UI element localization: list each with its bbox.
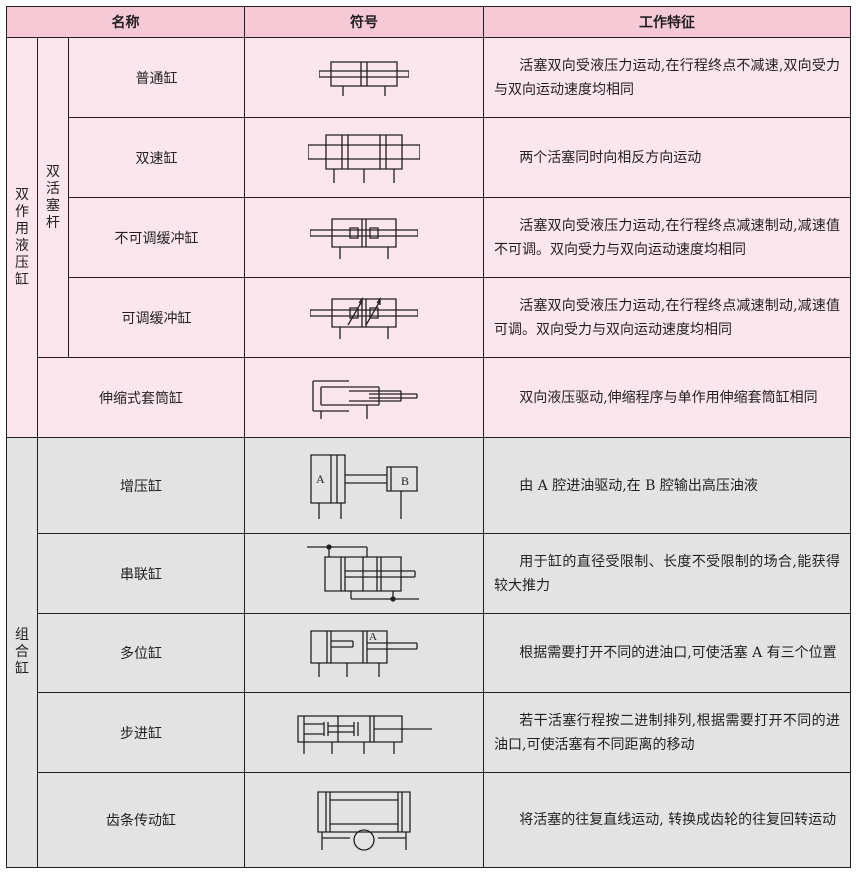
row-name: 齿条传动缸 [36, 772, 246, 868]
table-row: 串联缸 用于缸的直径受限制、长度不受限制的场合,能获得较大推力 [7, 533, 852, 614]
row-feature: 根据需要打开不同的进油口,可使活塞 A 有三个位置 [483, 613, 852, 693]
table-row: 不可调缓冲缸 活塞双向受液压力运动,在行程终点减速制动,减速值不可调。双向受力与… [7, 197, 852, 278]
symbol-intensifier-cylinder: A B [244, 437, 485, 534]
row-feature: 双向液压驱动,伸缩程序与单作用伸缩套筒缸相同 [483, 357, 852, 438]
table-row: 组合缸 增压缸 A B 由 A 腔进油驱动,在 B 腔输出高压油液 [6, 437, 852, 868]
symbol-multi-position-cylinder: A [244, 613, 485, 693]
row-feature: 活塞双向受液压力运动,在行程终点减速制动,减速值不可调。双向受力与双向运动速度均… [483, 197, 852, 278]
row-name: 增压缸 [36, 437, 246, 534]
row-feature: 将活塞的往复直线运动, 转换成齿轮的往复回转运动 [483, 772, 852, 868]
table-row: 齿条传动缸 将活塞的往复直线运动, 转换成齿轮的往复回转运动 [7, 772, 852, 868]
symbol-telescopic-cylinder [244, 357, 485, 438]
table-row: 可调缓冲缸 活塞双向受液压力运动,在行程终点减速制动,减速值可调。双向受力与双向… [7, 277, 852, 358]
symbol-adjustable-cushion-cylinder [244, 277, 485, 358]
header-name: 名称 [5, 6, 246, 38]
symbol-ordinary-cylinder [244, 37, 485, 118]
table-row: 双速缸 两个活塞同时向相反方向运动 [7, 117, 852, 198]
piston-label: A [369, 631, 377, 643]
table-row: 步进缸 若干活塞行程按二进制排列,根据需要打开不同的进油口,可使活塞有不同距离的… [7, 692, 852, 773]
group-double-acting: 双作用液压缸 [6, 37, 38, 438]
row-feature: 两个活塞同时向相反方向运动 [483, 117, 852, 198]
row-feature: 若干活塞行程按二进制排列,根据需要打开不同的进油口,可使活塞有不同距离的移动 [483, 692, 852, 773]
row-name: 步进缸 [36, 692, 246, 773]
row-name: 不可调缓冲缸 [67, 197, 246, 278]
row-name: 双速缸 [67, 117, 246, 198]
symbol-fixed-cushion-cylinder [244, 197, 485, 278]
chamber-label: B [401, 474, 409, 488]
table-row: 多位缸 A 根据需要打开不同的进油口,可使活塞 A 有三个位置 [7, 613, 852, 693]
symbol-tandem-cylinder [244, 533, 485, 614]
group-double-rod: 双活塞杆 [37, 37, 69, 358]
symbol-dual-speed-cylinder [244, 117, 485, 198]
row-name: 伸缩式套筒缸 [36, 357, 246, 438]
row-name: 普通缸 [67, 37, 246, 118]
row-name: 可调缓冲缸 [67, 277, 246, 358]
header-feature: 工作特征 [483, 6, 852, 38]
symbol-rack-drive-cylinder [244, 772, 485, 868]
chamber-label: A [316, 472, 325, 486]
group-combination: 组合缸 [6, 437, 38, 868]
row-name: 串联缸 [36, 533, 246, 614]
row-feature: 活塞双向受液压力运动,在行程终点不减速,双向受力与双向运动速度均相同 [483, 37, 852, 118]
table-row: 伸缩式套筒缸 双向液压驱动,伸缩程序与单作用伸缩套筒缸相同 [7, 357, 852, 438]
header-symbol: 符号 [244, 6, 485, 38]
table-row: 双作用液压缸 双活塞杆 普通缸 活塞双向受液压力运动,在行程终点不减速,双向受力… [6, 37, 852, 438]
hydraulic-cylinder-table: 名称 符号 工作特征 双作用液压缸 双活塞杆 普通缸 活塞双向受液压力运动,在行… [5, 6, 852, 868]
row-feature: 由 A 腔进油驱动,在 B 腔输出高压油液 [483, 437, 852, 534]
row-feature: 用于缸的直径受限制、长度不受限制的场合,能获得较大推力 [483, 533, 852, 614]
symbol-stepping-cylinder [244, 692, 485, 773]
row-name: 多位缸 [36, 613, 246, 693]
row-feature: 活塞双向受液压力运动,在行程终点减速制动,减速值可调。双向受力与双向运动速度均相… [483, 277, 852, 358]
